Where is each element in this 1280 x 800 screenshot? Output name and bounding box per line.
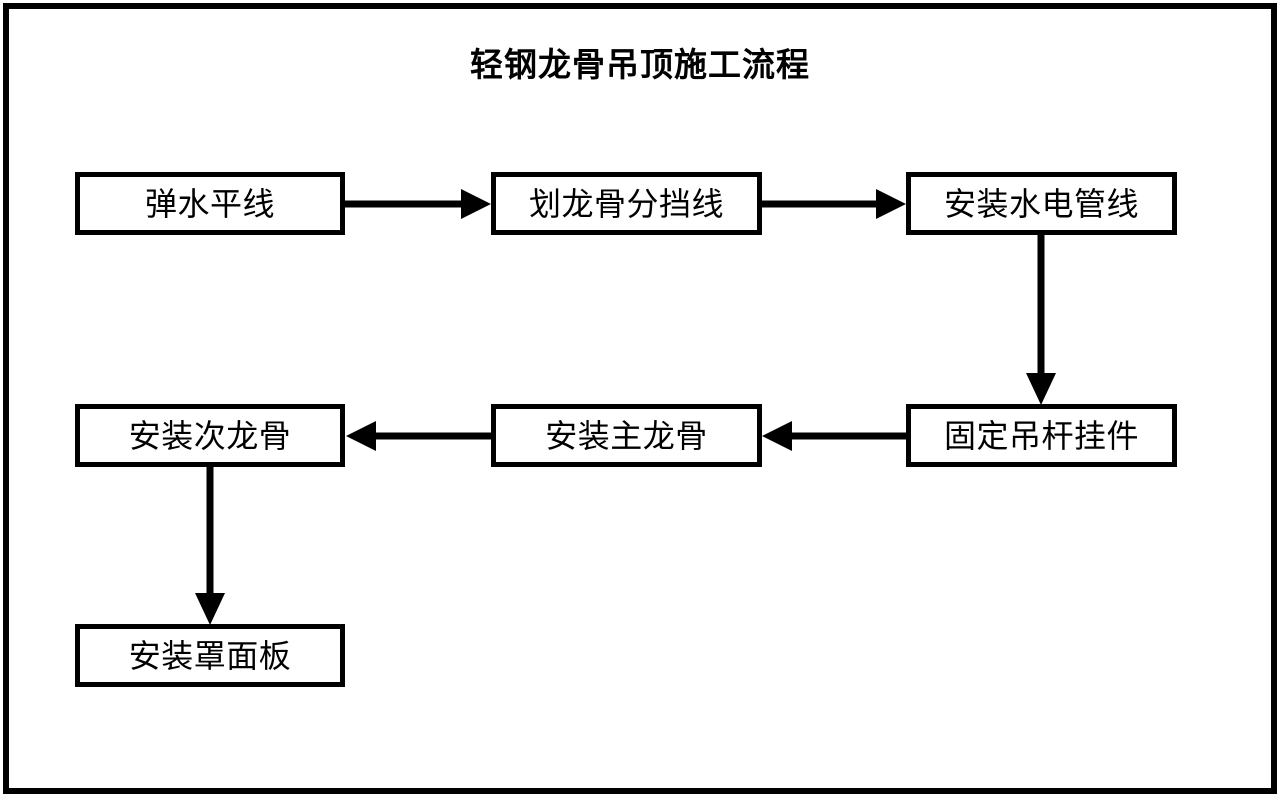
flow-node-an-zhuang-zhao-mian-ban[interactable]: 安装罩面板 bbox=[75, 624, 345, 687]
flow-node-label: 划龙骨分挡线 bbox=[528, 184, 724, 223]
diagram-title: 轻钢龙骨吊顶施工流程 bbox=[470, 45, 810, 84]
edge-n3-to-n4 bbox=[1023, 234, 1059, 406]
flow-node-label: 安装水电管线 bbox=[943, 184, 1139, 223]
flow-node-label: 安装罩面板 bbox=[128, 636, 292, 675]
flow-node-label: 固定吊杆挂件 bbox=[943, 416, 1139, 455]
edge-n1-to-n2 bbox=[345, 186, 493, 222]
edge-n5-to-n6 bbox=[344, 418, 493, 454]
flow-node-an-zhuang-zhu-long-gu[interactable]: 安装主龙骨 bbox=[491, 404, 762, 467]
edge-n4-to-n5 bbox=[760, 418, 908, 454]
flow-node-dan-shui-ping-xian[interactable]: 弹水平线 bbox=[75, 172, 345, 235]
flow-node-label: 安装次龙骨 bbox=[128, 416, 292, 455]
flow-node-an-zhuang-ci-long-gu[interactable]: 安装次龙骨 bbox=[75, 404, 345, 467]
flow-node-label: 弹水平线 bbox=[144, 184, 275, 223]
flow-node-gu-ding-diao-gan-gua-jian[interactable]: 固定吊杆挂件 bbox=[906, 404, 1177, 467]
edge-n2-to-n3 bbox=[762, 186, 908, 222]
edge-n6-to-n7 bbox=[192, 466, 228, 626]
flow-node-label: 安装主龙骨 bbox=[545, 416, 708, 455]
flow-node-an-zhuang-shui-dian-guan-xian[interactable]: 安装水电管线 bbox=[906, 172, 1177, 235]
flow-node-hua-long-gu-fen-dang-xian[interactable]: 划龙骨分挡线 bbox=[491, 172, 762, 235]
